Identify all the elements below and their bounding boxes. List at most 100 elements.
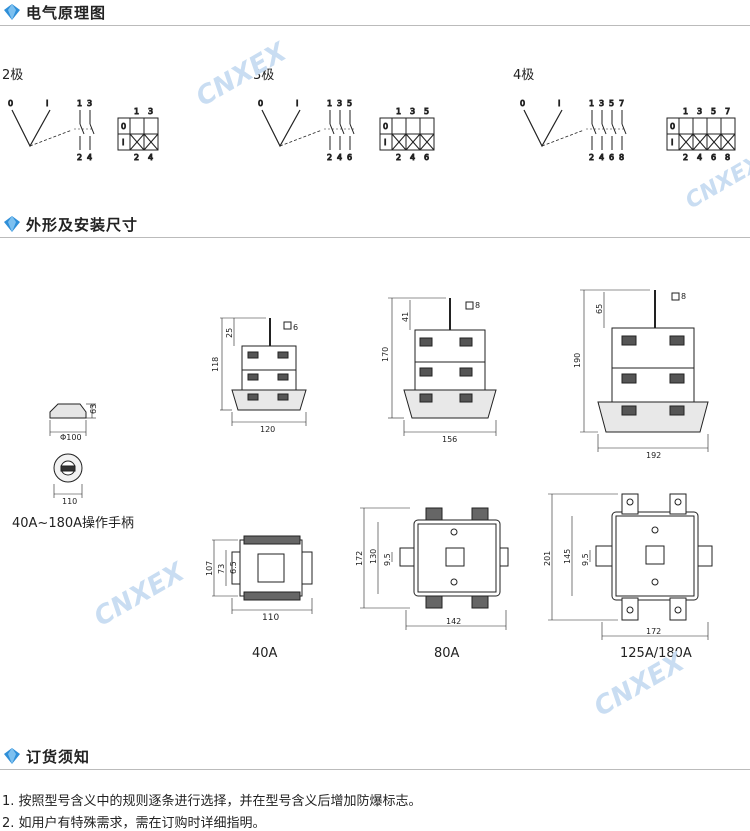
section-header-schematic: 电气原理图 [0,0,750,26]
section-header-ordering: 订货须知 [0,744,750,770]
table-col-label: 6 [424,153,429,162]
table-col-label: 4 [697,153,702,162]
plan3-h2-dim: 145 [563,549,572,564]
plan-caption-125a-180a: 125A/180A [620,646,692,661]
side3-width-dim: 192 [646,451,661,460]
side1-width-dim: 120 [260,425,275,434]
terminal-label: 2 [77,153,82,162]
plan-view-125a-180a [548,493,713,640]
terminal-label: 2 [589,153,594,162]
terminal-label: 6 [347,153,352,162]
handle-top-view [53,453,83,498]
plan-view-40a [212,535,313,614]
section-title: 订货须知 [26,748,91,766]
table-col-label: 5 [424,107,429,116]
table-col-label: 3 [697,107,702,116]
plan-caption-80a: 80A [434,646,460,661]
table-col-label: 7 [725,107,730,116]
plan3-h1-dim: 201 [543,551,552,566]
position-0-label: 0 [8,99,13,108]
terminal-label: 3 [87,99,92,108]
plan3-h3-dim: 9.5 [581,553,590,566]
section-title: 电气原理图 [26,4,107,22]
table-col-label: 8 [725,153,730,162]
handle-width-dim: 110 [62,497,77,506]
side3-height-dim: 190 [573,353,582,368]
side3-top-dim: 65 [595,304,604,314]
side2-width-dim: 156 [442,435,457,444]
plan2-width-dim: 142 [446,617,461,626]
table-row-label: I [671,138,673,147]
side1-height-dim: 118 [211,357,220,372]
plan3-width-dim: 172 [646,627,661,636]
pole-label-2: 2极 [2,68,24,83]
table-col-label: 1 [683,107,688,116]
table-col-label: 5 [711,107,716,116]
pole-label-3: 3极 [253,68,275,83]
terminal-label: 4 [599,153,604,162]
plan2-h1-dim: 172 [355,551,364,566]
side-view-125a-180a [580,289,709,452]
terminal-label: 6 [609,153,614,162]
section-header-dimensions: 外形及安装尺寸 [0,212,750,238]
section-title: 外形及安装尺寸 [26,216,139,234]
diamond-icon [4,748,20,764]
side1-top-dim: 25 [225,328,234,338]
terminal-label: 7 [619,99,624,108]
table-col-label: 3 [148,107,153,116]
position-I-label: I [558,99,560,108]
handle-height-dim: 63 [89,404,98,414]
table-row-label: 0 [670,122,675,131]
side2-shaft-dim: 8 [475,301,480,310]
side3-shaft-dim: 8 [681,292,686,301]
plan1-h1-dim: 107 [205,561,214,576]
side2-top-dim: 41 [401,312,410,322]
terminal-label: 3 [337,99,342,108]
handle-caption: 40A~180A操作手柄 [12,516,135,531]
position-0-label: 0 [520,99,525,108]
side-view-80a [388,297,497,436]
handle-dia-dim: Φ100 [60,433,82,442]
diamond-icon [4,216,20,232]
plan1-width-dim: 110 [262,613,279,623]
side2-height-dim: 170 [381,347,390,362]
table-col-label: 2 [683,153,688,162]
table-col-label: 4 [148,153,153,162]
divider [0,769,750,770]
table-col-label: 6 [711,153,716,162]
terminal-label: 5 [347,99,352,108]
plan-view-80a [360,507,509,630]
table-col-label: 1 [396,107,401,116]
plan2-h3-dim: 9.5 [383,553,392,566]
plan2-h2-dim: 130 [369,549,378,564]
terminal-label: 5 [609,99,614,108]
pole-label-4: 4极 [513,68,535,83]
side-view-40a [220,317,307,426]
plan1-h2-dim: 73 [217,564,226,574]
table-col-label: 1 [134,107,139,116]
side1-shaft-dim: 6 [293,323,298,332]
position-I-label: I [296,99,298,108]
note-1: 1. 按照型号含义中的规则逐条进行选择，并在型号含义后增加防爆标志。 [2,794,422,809]
dimension-drawings: 63 Φ100 110 25 118 120 6 41 170 156 8 65… [49,289,713,640]
table-row-label: 0 [383,122,388,131]
terminal-label: 4 [87,153,92,162]
note-2: 2. 如用户有特殊需求，需在订购时详细指明。 [2,816,266,831]
position-I-label: I [46,99,48,108]
handle-side-view [49,403,96,436]
diamond-icon [4,4,20,20]
table-col-label: 3 [410,107,415,116]
table-row-label: I [122,138,124,147]
table-row-label: I [384,138,386,147]
terminal-label: 3 [599,99,604,108]
divider [0,25,750,26]
terminal-label: 1 [77,99,82,108]
divider [0,237,750,238]
terminal-label: 4 [337,153,342,162]
terminal-label: 2 [327,153,332,162]
terminal-label: 1 [327,99,332,108]
position-0-label: 0 [258,99,263,108]
